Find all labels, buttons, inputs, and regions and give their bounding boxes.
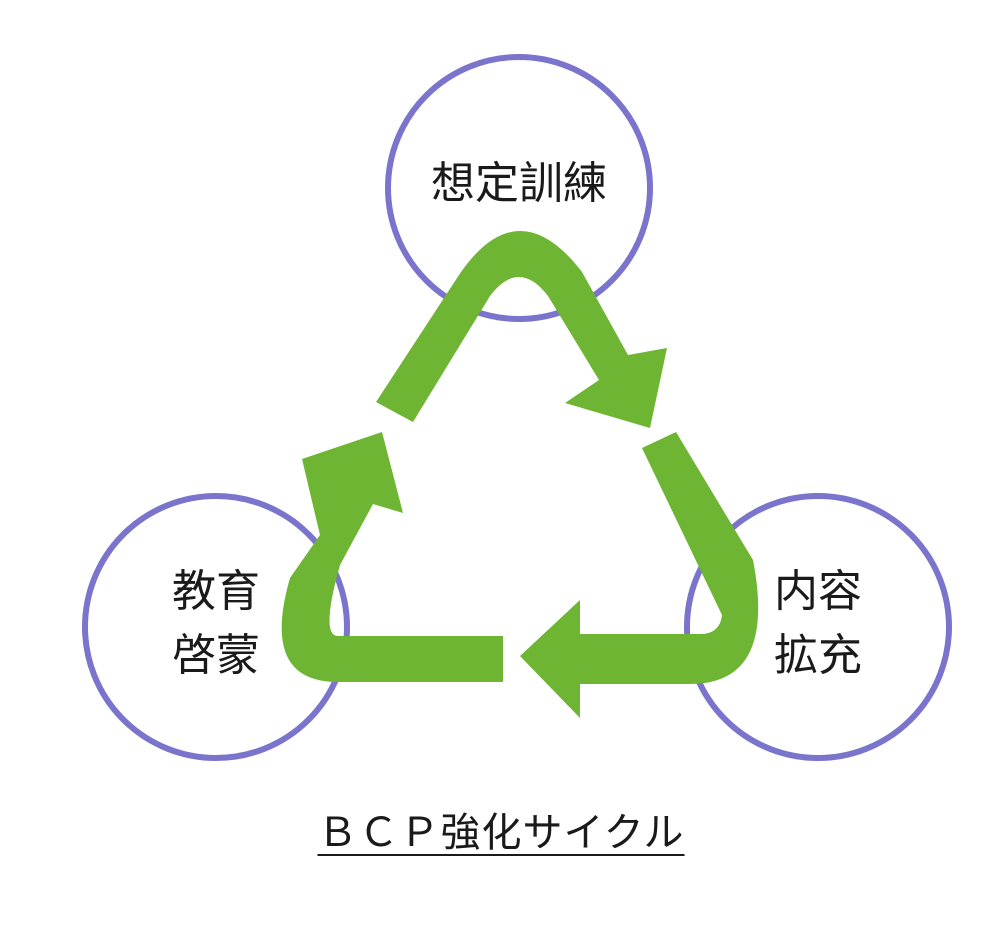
- node-left-line1: 教育: [172, 566, 260, 617]
- arrow-top: [376, 231, 667, 428]
- arrow-right: [520, 432, 759, 718]
- node-label-top: 想定訓練: [409, 152, 629, 216]
- node-top-text: 想定訓練: [431, 158, 607, 209]
- cycle-arrow-icon: [281, 231, 759, 718]
- arrow-left: [281, 432, 503, 682]
- node-label-left: 教育 啓蒙: [156, 560, 276, 688]
- caption-text: ＢＣＰ強化サイクル: [317, 810, 685, 856]
- node-right-line1: 内容: [774, 566, 862, 617]
- node-circle-top: [385, 54, 653, 322]
- node-right-line2: 拡充: [774, 630, 862, 681]
- diagram-caption: ＢＣＰ強化サイクル: [0, 800, 1002, 858]
- node-left-line2: 啓蒙: [172, 630, 260, 681]
- node-label-right: 内容 拡充: [758, 560, 878, 688]
- node-circle-left: [82, 493, 350, 761]
